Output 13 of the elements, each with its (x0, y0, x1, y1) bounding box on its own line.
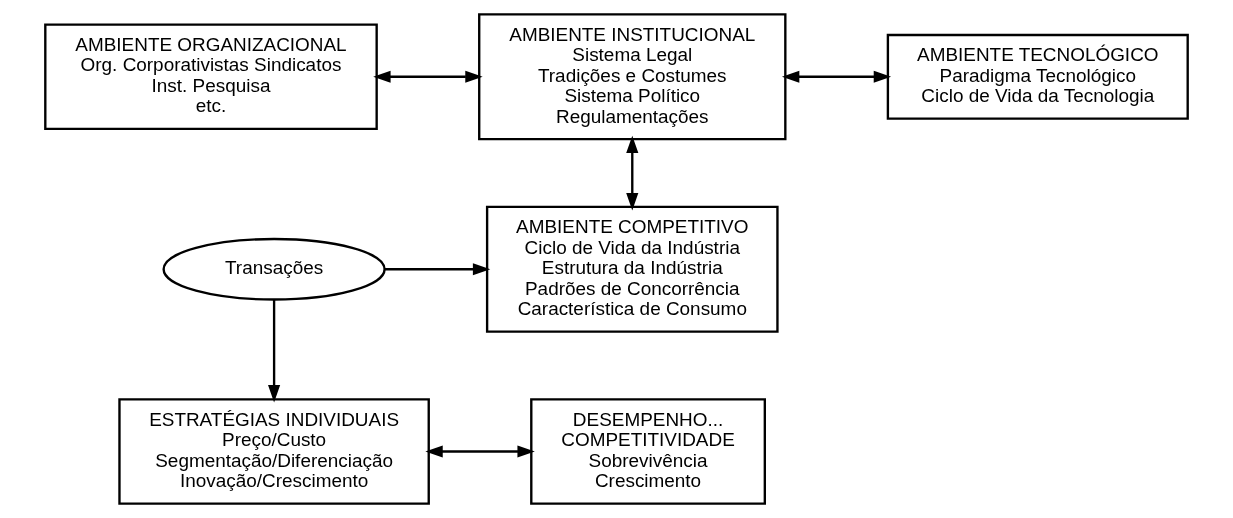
arrow (425, 445, 535, 458)
arrow (268, 299, 281, 403)
arrow (373, 70, 483, 83)
arrow (781, 70, 892, 83)
node-box: DESEMPENHO... COMPETITIVIDADE Sobrevivência Crescimento (530, 398, 766, 505)
arrow (626, 135, 639, 211)
node-box: AMBIENTE COMPETITIVO Ciclo de Vida da Indústria Estrutura da Indústria Padrões de Concorrência Característica de Consumo (485, 205, 779, 333)
node-box: AMBIENTE ORGANIZACIONAL Org. Corporativistas Sindicatos Inst. Pesquisa etc. (44, 23, 378, 130)
node-ellipse: Transações (162, 237, 386, 301)
node-box: AMBIENTE TECNOLÓGICO Paradigma Tecnológico Ciclo de Vida da Tecnologia (886, 33, 1189, 120)
node-box: AMBIENTE INSTITUCIONAL Sistema Legal Tradições e Costumes Sistema Político Regulamentações (478, 13, 787, 141)
arrow (384, 263, 491, 276)
node-box: ESTRATÉGIAS INDIVIDUAIS Preço/Custo Segmentação/Diferenciação Inovação/Crescimento (118, 398, 430, 505)
